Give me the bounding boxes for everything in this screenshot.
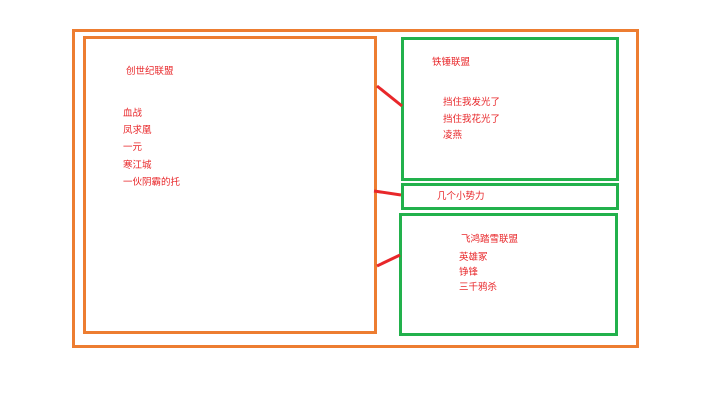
top-right-alliance-member: 挡住我发光了 — [443, 97, 501, 108]
left-alliance-member-list: 血战 凤求凰 一元 寒江城 一伙阴霸的托 — [123, 108, 180, 194]
bottom-right-alliance-member: 英雄冢 — [459, 252, 488, 263]
left-alliance-member: 一元 — [123, 142, 143, 154]
middle-right-faction-title: 几个小势力 — [437, 191, 485, 202]
bottom-right-alliance-title: 飞鸿踏雪联盟 — [461, 234, 519, 245]
left-alliance-member: 一伙阴霸的托 — [123, 176, 181, 188]
left-alliance-box — [83, 36, 377, 334]
outer-frame — [72, 29, 639, 348]
top-right-alliance-member: 凌燕 — [443, 130, 463, 141]
top-right-alliance-member: 挡住我花光了 — [443, 113, 501, 125]
top-right-alliance-box — [401, 37, 619, 181]
left-alliance-member: 寒江城 — [123, 159, 152, 171]
bottom-right-alliance-member: 铮锋 — [459, 267, 479, 278]
bottom-right-alliance-member: 三千鸦杀 — [459, 282, 498, 293]
top-right-alliance-member-list: 挡住我发光了 挡住我花光了 凌燕 — [443, 97, 500, 147]
left-alliance-member: 凤求凰 — [123, 125, 152, 137]
top-right-alliance-title: 铁锤联盟 — [432, 57, 471, 68]
bottom-right-alliance-box — [399, 213, 618, 336]
left-alliance-member: 血战 — [123, 108, 143, 119]
left-alliance-title: 创世纪联盟 — [126, 66, 174, 77]
middle-right-faction-box — [401, 183, 619, 210]
bottom-right-alliance-member-list: 英雄冢 铮锋 三千鸦杀 — [459, 252, 497, 297]
